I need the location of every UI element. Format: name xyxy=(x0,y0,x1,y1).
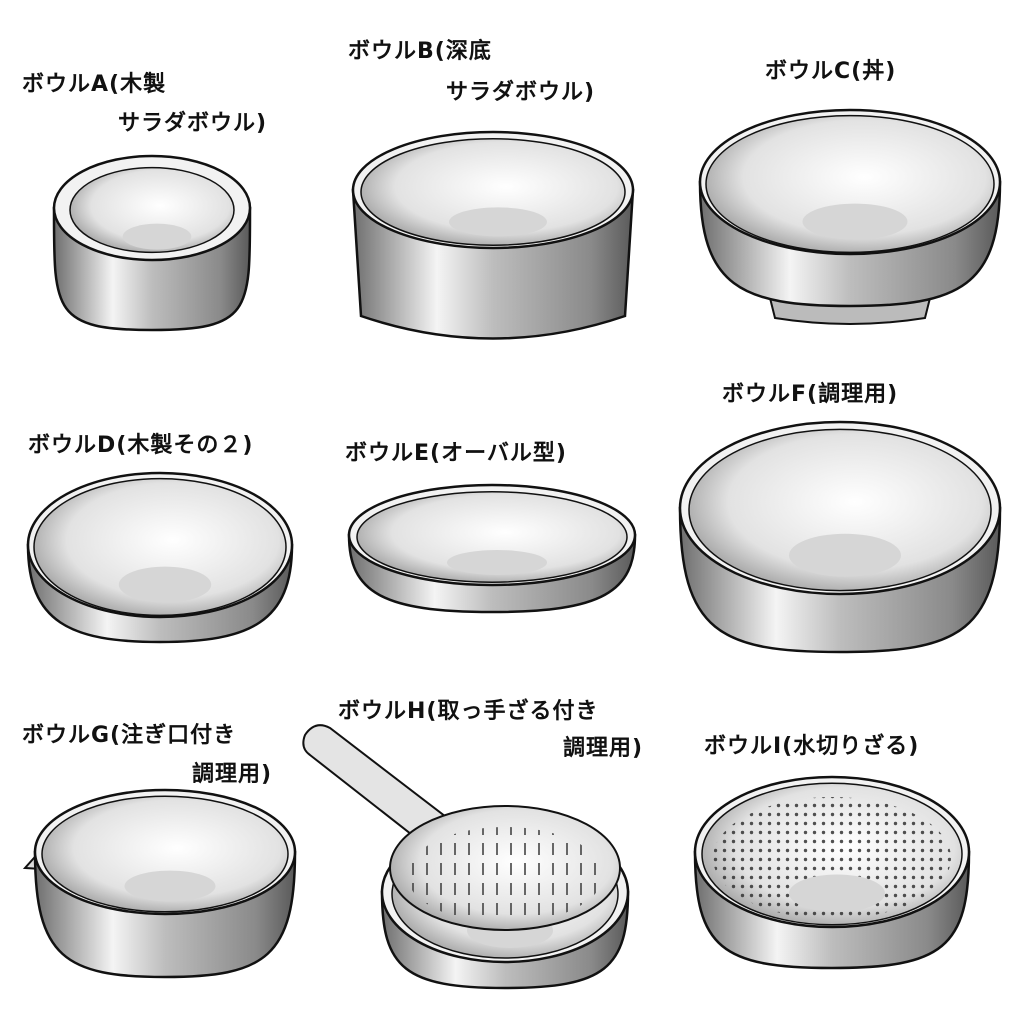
bowl-g-bottom xyxy=(124,870,216,902)
bowl-b-bottom xyxy=(449,207,547,237)
bowl-e-inside xyxy=(356,491,628,583)
bowl-h-label-line1: ボウルH(取っ手ざる付き xyxy=(338,699,599,724)
bowl-c-inside xyxy=(705,114,995,254)
bowl-i-perforations xyxy=(713,797,951,919)
bowl-f-bottom xyxy=(789,533,901,577)
bowl-b-label-line2: サラダボウル) xyxy=(446,80,596,105)
bowl-d-bottom xyxy=(118,566,212,603)
bowl-h-colander-slots xyxy=(407,827,603,923)
bowl-b-inside xyxy=(360,138,626,246)
bowl-g-label-line1: ボウルG(注ぎ口付き xyxy=(22,723,237,748)
bowl-c-bottom xyxy=(802,203,908,240)
bowl-e-bottom xyxy=(446,550,548,575)
bowl-a-inside xyxy=(69,166,235,254)
bowl-i-bottom xyxy=(789,874,885,912)
bowl-e-label: ボウルE(オーバル型) xyxy=(345,441,567,466)
bowl-d-inside xyxy=(33,477,287,617)
bowl-a-bottom xyxy=(122,223,192,250)
bowl-c-label: ボウルC(丼) xyxy=(765,59,897,84)
bowl-h-label-line2: 調理用) xyxy=(563,736,644,761)
bowl-a-label-line2: サラダボウル) xyxy=(118,111,268,136)
bowl-b-label-line1: ボウルB(深底 xyxy=(348,39,492,64)
bowl-g-inside xyxy=(41,795,289,913)
bowl-g-label-line2: 調理用) xyxy=(192,762,273,787)
bowl-f-label: ボウルF(調理用) xyxy=(722,382,899,407)
bowl-f-inside xyxy=(688,428,992,592)
bowl-a-label-line1: ボウルA(木製 xyxy=(22,72,167,97)
bowl-d-label: ボウルD(木製その２) xyxy=(28,433,254,458)
bowl-i-label: ボウルI(水切りざる) xyxy=(704,734,920,759)
